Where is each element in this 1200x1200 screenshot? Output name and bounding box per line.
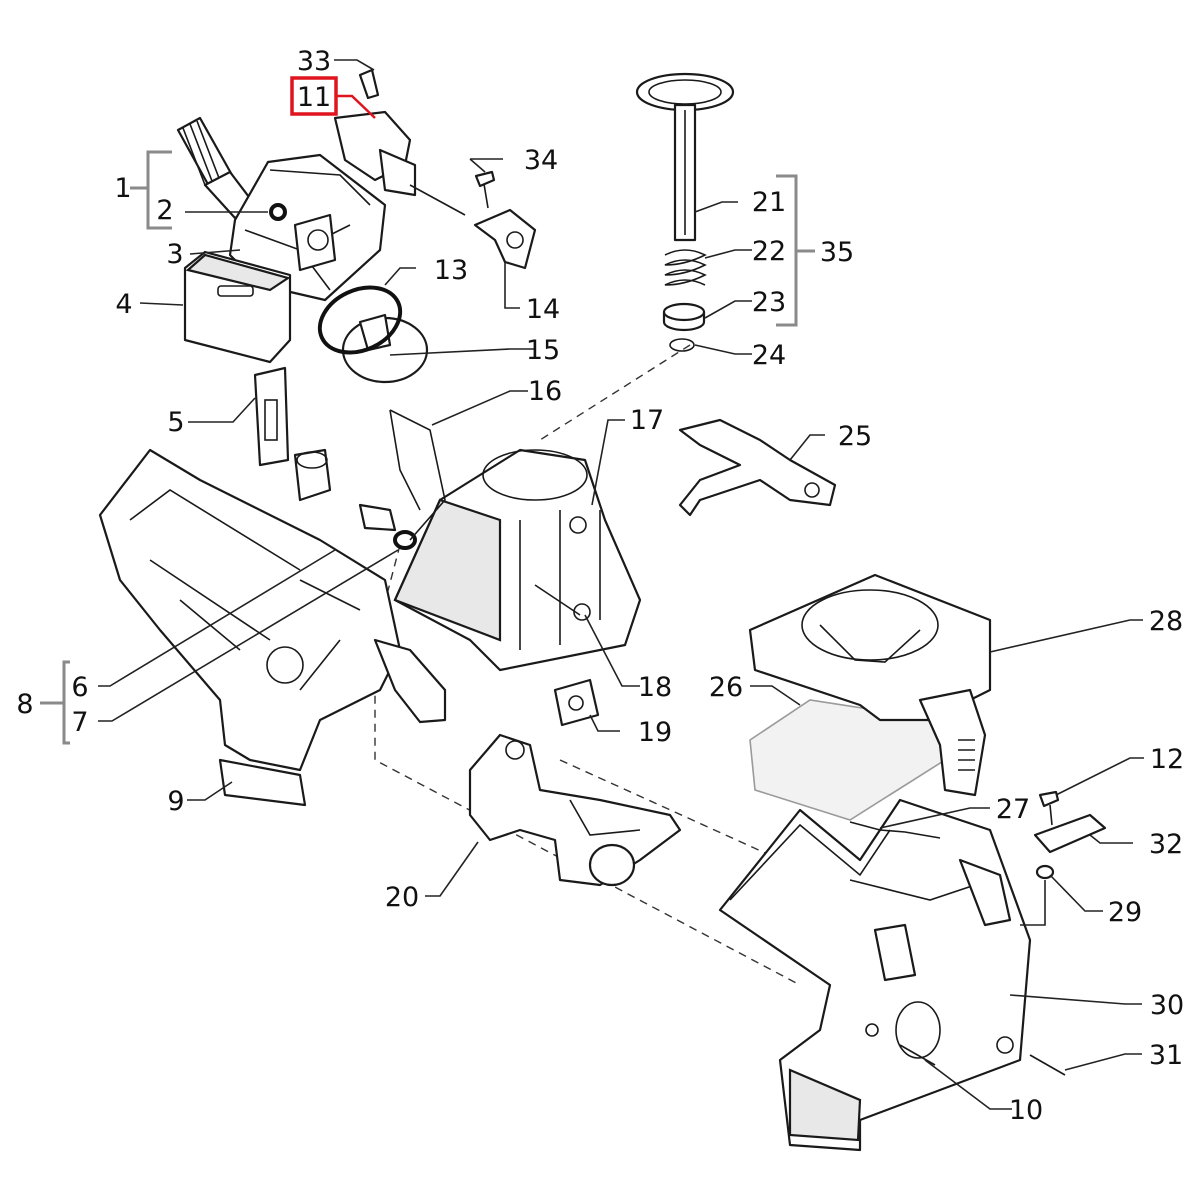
callout-32: 32 [1149,829,1183,860]
part-brew-head-group [176,116,429,384]
part-hopper [748,573,992,821]
group-brackets [40,150,815,745]
part-nut-19 [553,678,600,727]
callout-33: 33 [297,46,331,77]
callout-21: 21 [752,187,786,218]
callout-3: 3 [166,239,183,270]
callout-14: 14 [526,294,560,325]
callout-10: 10 [1009,1095,1043,1126]
callout-30: 30 [1150,990,1184,1021]
part-small-hardware [849,790,1107,1076]
callout-28: 28 [1149,606,1183,637]
callout-1: 1 [114,173,131,204]
callout-17: 17 [630,405,664,436]
callout-9: 9 [167,786,184,817]
callout-26: 26 [709,672,743,703]
callout-5: 5 [167,407,184,438]
part-piston-assembly [635,72,735,352]
callout-19: 19 [638,717,672,748]
callout-15: 15 [526,335,560,366]
callout-18: 18 [638,672,672,703]
callout-24: 24 [752,340,786,371]
callout-27: 27 [996,794,1030,825]
part-cover [183,250,292,364]
leader-lines [98,59,1144,1110]
callout-6: 6 [71,672,88,703]
part-brew-unit [389,409,642,672]
callout-11: 11 [297,82,331,113]
part-lever [678,418,837,517]
callout-8: 8 [16,689,33,720]
part-valve-assembly [333,68,466,216]
callout-7: 7 [71,707,88,738]
callout-labels: 1 2 3 4 5 6 7 8 9 10 11 12 13 14 15 16 1… [16,46,1184,1126]
callout-20: 20 [385,882,419,913]
callout-2: 2 [156,195,173,226]
callout-23: 23 [752,287,786,318]
part-bracket-5 [253,366,290,467]
callout-4: 4 [115,289,132,320]
callout-34: 34 [524,145,558,176]
callout-29: 29 [1108,897,1142,928]
callout-35: 35 [820,237,854,268]
callout-16: 16 [528,376,562,407]
callout-12: 12 [1150,744,1184,775]
callout-31: 31 [1149,1040,1183,1071]
part-crank-arm [468,733,682,887]
highlight-callout-11 [290,76,376,119]
part-right-housing [718,798,1032,1152]
callout-25: 25 [838,421,872,452]
part-clip [473,208,537,270]
callout-22: 22 [752,236,786,267]
part-screw-34 [474,170,496,209]
part-left-frame [98,448,447,807]
callout-13: 13 [434,255,468,286]
